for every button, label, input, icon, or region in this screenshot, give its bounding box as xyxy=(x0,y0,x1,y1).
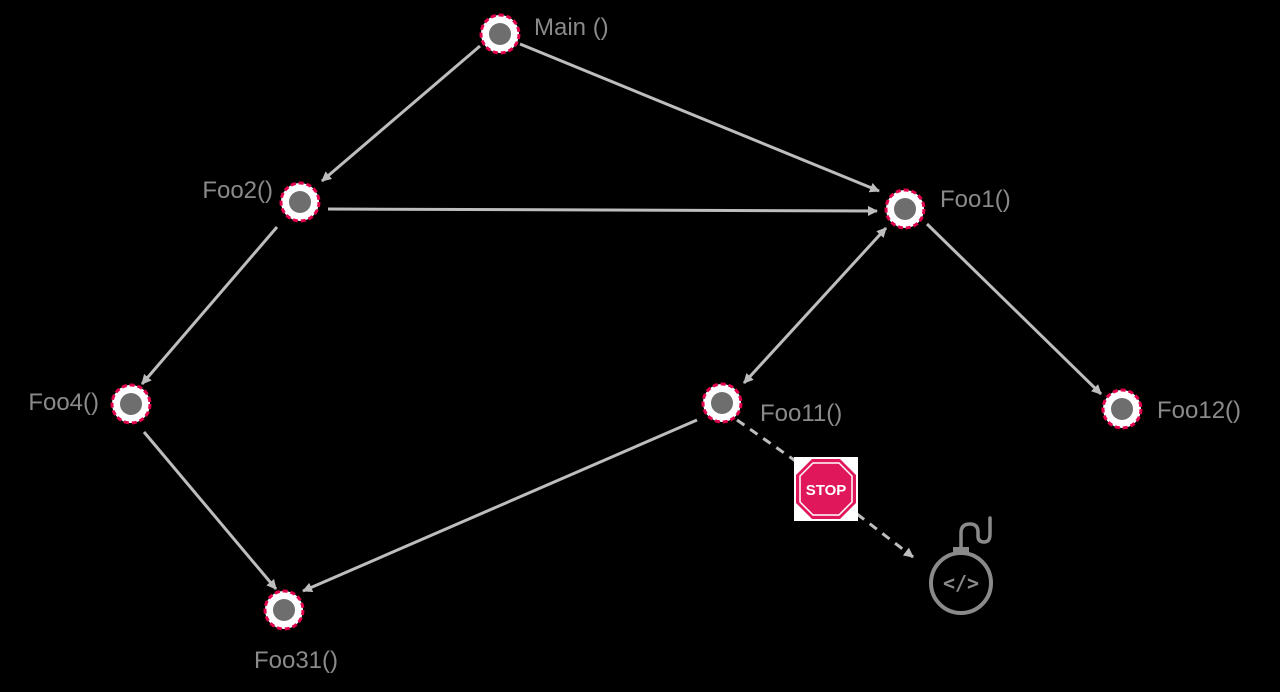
edge-foo1-foo12 xyxy=(925,222,1103,396)
node-label-foo4: Foo4() xyxy=(28,389,99,416)
node-foo2[interactable]: Foo2() xyxy=(202,177,321,223)
edge-foo2-foo1 xyxy=(327,205,878,216)
edge-main-foo1 xyxy=(519,42,880,193)
node-label-foo11: Foo11() xyxy=(760,400,842,427)
node-foo12[interactable]: Foo12() xyxy=(1101,388,1241,430)
node-label-main: Main () xyxy=(534,14,609,41)
edge-stop-bomb xyxy=(856,512,914,559)
stop-sign-icon: STOP xyxy=(794,457,858,521)
node-label-foo31: Foo31() xyxy=(254,647,338,674)
node-label-foo12: Foo12() xyxy=(1157,397,1241,424)
edge-foo11-foo31 xyxy=(302,418,698,593)
node-foo31[interactable]: Foo31() xyxy=(254,589,338,674)
node-foo1[interactable]: Foo1() xyxy=(884,186,1011,230)
node-main[interactable]: Main () xyxy=(479,13,609,55)
edge-foo4-foo31 xyxy=(142,431,278,590)
edge-foo2-foo4 xyxy=(140,226,279,385)
edge-foo1-foo11 xyxy=(742,226,888,385)
edges-layer xyxy=(140,42,1103,593)
stop-sign-text: STOP xyxy=(806,482,847,499)
node-foo11[interactable]: Foo11() xyxy=(701,382,842,427)
edge-main-foo2 xyxy=(321,44,481,183)
nodes-layer: Main () Foo2() Foo1() Foo4() Foo11() Foo… xyxy=(28,13,1241,674)
bomb-icon: </> xyxy=(929,516,993,615)
bomb-code-glyph: </> xyxy=(943,571,979,595)
node-label-foo1: Foo1() xyxy=(940,186,1011,213)
edge-foo11-stop xyxy=(736,418,798,464)
node-label-foo2: Foo2() xyxy=(202,177,273,204)
node-foo4[interactable]: Foo4() xyxy=(28,383,152,425)
